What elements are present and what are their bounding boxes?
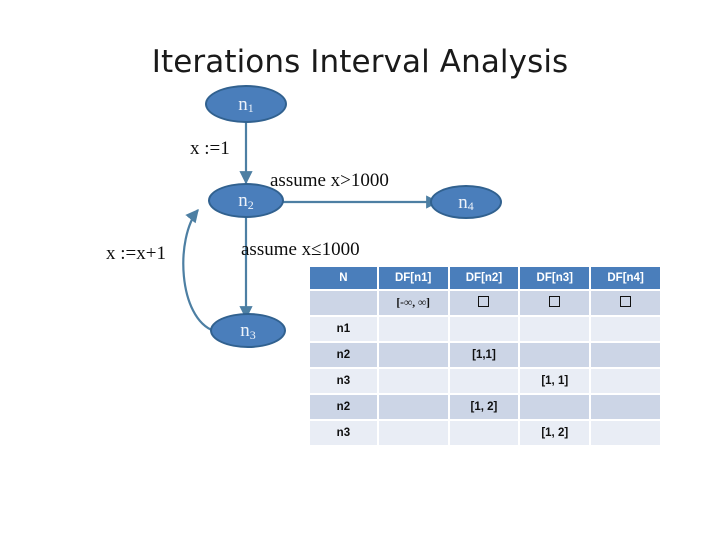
dataflow-table-body: [-∞, ∞] n1 n2 [1,1] n3 (310, 291, 660, 445)
graph-node-n1-label: n (238, 93, 248, 115)
cell-df-n3: [1, 2] (520, 421, 590, 445)
graph-node-n1-subscript: 1 (247, 101, 254, 115)
graph-node-n4-label: n (458, 191, 468, 213)
cell-df-n2 (449, 421, 519, 445)
cell-df-n2 (449, 291, 519, 315)
cell-df-n4 (591, 291, 660, 315)
table-row: n3 [1, 2] (310, 421, 660, 445)
graph-node-n3-subscript: 3 (249, 327, 256, 342)
cell-df-n4 (591, 395, 660, 419)
cell-df-n3 (520, 317, 590, 341)
cell-n: n3 (310, 421, 377, 445)
edge-label-increment-x: x :=x+1 (106, 243, 166, 264)
cell-df-n4 (591, 369, 660, 393)
cell-df-n3 (520, 291, 590, 315)
graph-node-n4-subscript: 4 (467, 199, 474, 213)
edge-label-assign-x-1: x :=1 (190, 138, 230, 159)
column-header-df-n3[interactable]: DF[n3] (520, 267, 590, 289)
cell-df-n2: [1, 2] (449, 395, 519, 419)
cell-df-n1 (378, 369, 448, 393)
table-row: n2 [1, 2] (310, 395, 660, 419)
table-row: n2 [1,1] (310, 343, 660, 367)
cell-df-n2: [1,1] (449, 343, 519, 367)
cell-df-n4 (591, 343, 660, 367)
column-header-n[interactable]: N (310, 267, 377, 289)
cell-n: n2 (310, 343, 377, 367)
cell-df-n1 (378, 395, 448, 419)
cell-df-n3 (520, 395, 590, 419)
edge-n3-n2-backedge (182, 208, 215, 333)
edge-label-assume-x-gt-1000: assume x>1000 (270, 170, 389, 191)
empty-set-icon (549, 296, 561, 307)
cell-df-n4 (591, 421, 660, 445)
cell-n (310, 291, 377, 315)
edge-label-assume-x-le-1000: assume x≤1000 (241, 239, 360, 260)
column-header-df-n2[interactable]: DF[n2] (449, 267, 519, 289)
cell-n: n1 (310, 317, 377, 341)
cell-df-n4 (591, 317, 660, 341)
table-row: [-∞, ∞] (310, 291, 660, 315)
empty-set-icon (620, 296, 632, 307)
table-row: n3 [1, 1] (310, 369, 660, 393)
cell-df-n3: [1, 1] (520, 369, 590, 393)
graph-node-n2-label: n (238, 190, 248, 211)
cell-df-n1 (378, 421, 448, 445)
cell-df-n3 (520, 343, 590, 367)
table-header-row: N DF[n1] DF[n2] DF[n3] DF[n4] (310, 267, 660, 289)
graph-node-n2-subscript: 2 (247, 197, 254, 212)
page-title: Iterations Interval Analysis (151, 44, 569, 80)
cell-df-n2 (449, 317, 519, 341)
graph-node-n3-label: n (240, 320, 250, 341)
column-header-df-n1[interactable]: DF[n1] (378, 267, 448, 289)
empty-set-icon (478, 296, 490, 307)
dataflow-table: N DF[n1] DF[n2] DF[n3] DF[n4] [-∞, ∞] n1 (308, 265, 662, 447)
cell-df-n1 (378, 317, 448, 341)
table-row: n1 (310, 317, 660, 341)
cell-df-n1 (378, 343, 448, 367)
column-header-df-n4[interactable]: DF[n4] (591, 267, 660, 289)
dataflow-table-header: N DF[n1] DF[n2] DF[n3] DF[n4] (310, 267, 660, 289)
cell-df-n1: [-∞, ∞] (378, 291, 448, 315)
cell-n: n3 (310, 369, 377, 393)
cell-n: n2 (310, 395, 377, 419)
cell-df-n2 (449, 369, 519, 393)
